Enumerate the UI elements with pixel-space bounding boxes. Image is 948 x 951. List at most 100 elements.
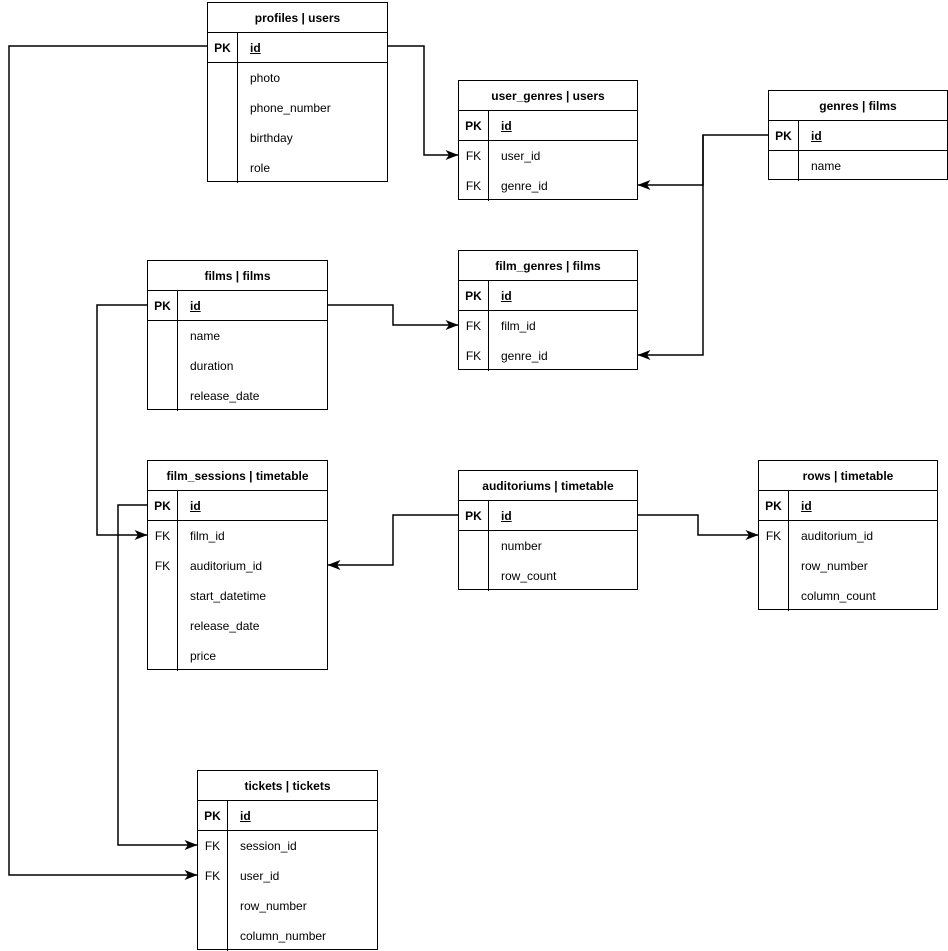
column-name: auditorium_id — [801, 529, 874, 543]
table-row: PK id — [208, 33, 387, 63]
connector-film_sessions-id-to-tickets-session_id — [117, 504, 198, 850]
column-name: id — [240, 808, 251, 823]
key-badge-fk: FK — [198, 831, 228, 861]
key-badge-empty — [198, 921, 228, 951]
connector-auditoriums-id-to-film_sessions-auditorium_id — [327, 514, 458, 570]
table-row: role — [208, 153, 387, 183]
column-name: phone_number — [250, 101, 331, 115]
table-row: row_number — [198, 891, 377, 921]
key-badge-fk: FK — [148, 551, 178, 581]
connector-genres-id-to-film_genres-genre_id — [637, 135, 704, 360]
table-title: genres | films — [769, 91, 947, 121]
column-name: genre_id — [501, 179, 548, 193]
table-row: column_number — [198, 921, 377, 951]
table-row: PK id — [769, 121, 947, 151]
column-name: id — [501, 508, 512, 523]
table-row: birthday — [208, 123, 387, 153]
column-name: start_datetime — [190, 589, 267, 603]
table-row: row_count — [459, 561, 637, 591]
column-name: id — [811, 128, 822, 143]
table-row: duration — [148, 351, 327, 381]
column-name: id — [250, 40, 261, 55]
key-badge-empty — [759, 551, 789, 581]
column-name: number — [501, 539, 542, 553]
table-row: release_date — [148, 381, 327, 411]
key-badge-fk: FK — [459, 141, 489, 171]
table-row: FK genre_id — [459, 171, 637, 201]
column-name: row_count — [501, 569, 557, 583]
table-row: phone_number — [208, 93, 387, 123]
table-title: film_sessions | timetable — [148, 461, 327, 491]
table-row: release_date — [148, 611, 327, 641]
connector-auditoriums-id-to-rows-auditorium_id — [638, 514, 759, 540]
table-row: price — [148, 641, 327, 671]
key-badge-pk: PK — [208, 33, 238, 62]
column-name: birthday — [250, 131, 293, 145]
column-name: genre_id — [501, 349, 548, 363]
table-title: rows | timetable — [759, 461, 937, 491]
key-badge-empty — [198, 891, 228, 921]
column-name: session_id — [240, 839, 297, 853]
column-name: photo — [250, 71, 281, 85]
column-name: duration — [190, 359, 234, 373]
key-badge-empty — [148, 321, 178, 351]
column-name: id — [801, 498, 812, 513]
key-badge-empty — [208, 153, 238, 183]
table-row: row_number — [759, 551, 937, 581]
table-row: PK id — [459, 501, 637, 531]
column-name: column_number — [240, 929, 327, 943]
key-badge-empty — [208, 123, 238, 153]
key-badge-pk: PK — [198, 801, 228, 830]
table-title: films | films — [148, 261, 327, 291]
column-name: name — [811, 159, 842, 173]
column-name: row_number — [240, 899, 307, 913]
key-badge-pk: PK — [769, 121, 799, 150]
key-badge-fk: FK — [459, 341, 489, 371]
table-row: name — [769, 151, 947, 181]
column-name: id — [190, 298, 201, 313]
table-row: name — [148, 321, 327, 351]
table-title: user_genres | users — [459, 81, 637, 111]
table-title: auditoriums | timetable — [459, 471, 637, 501]
key-badge-empty — [459, 561, 489, 591]
column-name: column_count — [801, 589, 876, 603]
key-badge-fk: FK — [759, 521, 789, 551]
column-name: row_number — [801, 559, 868, 573]
key-badge-empty — [459, 531, 489, 561]
column-name: auditorium_id — [190, 559, 263, 573]
key-badge-pk: PK — [459, 501, 489, 530]
key-badge-fk: FK — [459, 311, 489, 341]
connector-profiles-id-to-user_genres-user_id — [388, 45, 459, 160]
key-badge-empty — [769, 151, 799, 181]
table-row: start_datetime — [148, 581, 327, 611]
connector-profiles-id-to-tickets-user_id — [8, 45, 207, 880]
table-row: PK id — [198, 801, 377, 831]
key-badge-empty — [148, 581, 178, 611]
key-badge-empty — [759, 581, 789, 611]
key-badge-empty — [148, 351, 178, 381]
key-badge-empty — [208, 93, 238, 123]
key-badge-fk: FK — [459, 171, 489, 201]
connector-films-id-to-film_sessions-film_id — [96, 304, 148, 540]
connector-films-id-to-film_genres-film_id — [328, 304, 459, 330]
column-name: release_date — [190, 389, 260, 403]
key-badge-empty — [148, 641, 178, 671]
table-title: tickets | tickets — [198, 771, 377, 801]
table-row: FK genre_id — [459, 341, 637, 371]
column-name: film_id — [190, 529, 225, 543]
